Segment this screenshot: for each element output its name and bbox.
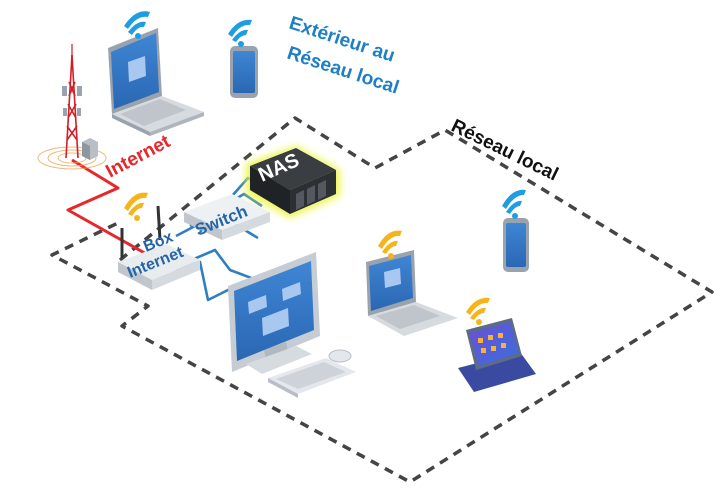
local-smartphone-icon — [503, 218, 529, 272]
switch-icon — [184, 194, 270, 240]
desktop-monitor-icon — [228, 252, 320, 374]
nas-icon — [246, 146, 340, 218]
external-laptop-icon — [108, 28, 204, 136]
external-smartphone-icon — [230, 46, 258, 98]
local-network-boundary — [50, 116, 714, 484]
building-icon — [82, 138, 98, 160]
cell-tower-icon — [37, 44, 107, 170]
local-zone-label: Réseau local — [448, 116, 562, 186]
local-laptop-icon — [366, 250, 458, 336]
wifi-icon — [466, 297, 490, 325]
internet-cable — [66, 158, 151, 258]
wifi-icon — [124, 192, 148, 221]
internet-label: Internet — [102, 131, 174, 183]
wifi-icon — [502, 189, 526, 219]
keyboard-icon — [268, 358, 356, 398]
wifi-icon — [378, 230, 402, 259]
router-icon — [118, 205, 200, 290]
wifi-icon — [228, 19, 252, 47]
wifi-icon — [124, 11, 150, 39]
tablet-icon — [458, 318, 536, 392]
mouse-icon — [328, 349, 352, 363]
